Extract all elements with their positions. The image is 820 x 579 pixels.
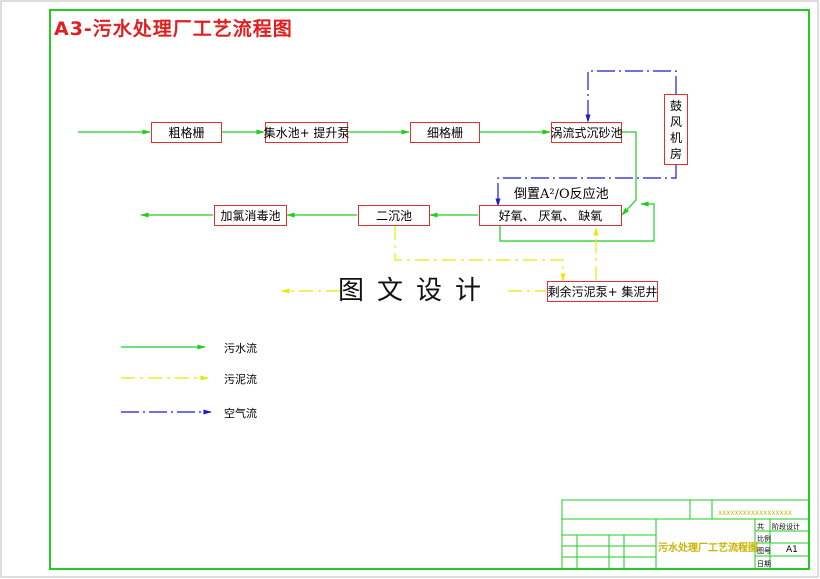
sludge-pump-box: 剩余污泥泵+ 集泥井 <box>547 281 658 302</box>
blower-room-char-1: 鼓 <box>669 98 682 113</box>
sludge-flow-lines <box>121 226 599 381</box>
title-block-sheet-label: 共 <box>757 523 764 531</box>
collection-pump-box: 集水池+ 提升泵 <box>264 122 349 143</box>
blower-room-char-2: 风 <box>669 114 682 129</box>
air-flow-lines <box>121 70 677 415</box>
disinfection-tank-box: 加氯消毒池 <box>214 205 287 226</box>
title-block-scale-label: 比例 <box>757 535 771 543</box>
secondary-clarifier-box: 二沉池 <box>358 205 430 226</box>
a2o-tank-box: 好氧、 厌氧、 缺氧 <box>479 205 622 226</box>
grit-chamber-box: 涡流式沉砂池 <box>551 122 623 143</box>
diagram-title: A3-污水处理厂工艺流程图 <box>54 18 293 40</box>
a2o-tank-label: 倒置A²/O反应池 <box>514 187 609 202</box>
title-block-stage: 阶段设计 <box>772 523 800 531</box>
blower-room-box: 鼓 风 机 房 <box>664 94 688 165</box>
watermark-text: 图文设计 <box>338 276 495 306</box>
title-block-drawing-name: 污水处理厂工艺流程图 <box>658 543 758 554</box>
title-block-date-label: 日期 <box>757 560 771 568</box>
legend-air-label: 空气流 <box>224 407 257 420</box>
title-block-drawing-no-label: 图号 <box>757 547 771 555</box>
legend-water-label: 污水流 <box>224 342 257 355</box>
fine-screen-box: 细格栅 <box>410 122 480 143</box>
blower-room-char-3: 机 <box>669 130 682 145</box>
water-flow-lines <box>78 129 655 350</box>
coarse-screen-box: 粗格栅 <box>151 122 222 143</box>
title-block-school: XXXXXXXXXXXXXXXXXX <box>718 510 792 517</box>
legend-sludge-label: 污泥流 <box>224 373 257 386</box>
drawing-frame <box>49 9 810 570</box>
blower-room-char-4: 房 <box>669 146 682 161</box>
title-block-size: A1 <box>786 545 798 555</box>
title-block-grid <box>561 499 810 570</box>
